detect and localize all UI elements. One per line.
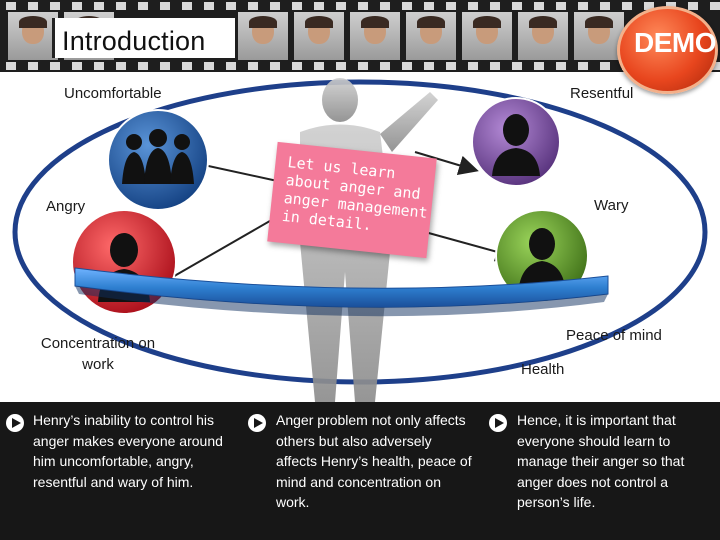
summary-point: Anger problem not only affects others bu… [276, 412, 472, 510]
film-frame [518, 12, 568, 60]
label-wary: Wary [594, 197, 629, 214]
person-silhouette-icon [492, 114, 540, 176]
film-frame [350, 12, 400, 60]
label-peace-of-mind: Peace of mind [566, 327, 662, 344]
summary-panel: Henry’s inability to control his anger m… [0, 402, 720, 540]
film-sprockets-bottom [0, 62, 720, 70]
page-title: Introduction [62, 26, 206, 56]
play-bullet-icon [489, 414, 507, 432]
face-thumbnail [305, 16, 333, 44]
blue-band-shadow [75, 286, 608, 317]
play-bullet-icon [6, 414, 24, 432]
group-people-icon [122, 129, 194, 184]
face-thumbnail [361, 16, 389, 44]
play-bullet-icon [248, 414, 266, 432]
label-resentful: Resentful [570, 85, 634, 102]
face-thumbnail [417, 16, 445, 44]
anger-effects-diagram: Let us learn about anger and anger manag… [0, 72, 720, 402]
face-thumbnail [529, 16, 557, 44]
label-uncomfortable: Uncomfortable [64, 85, 162, 102]
arrow-to-resentful [414, 151, 479, 175]
demo-badge-label: DEMO [634, 27, 717, 58]
face-thumbnail [585, 16, 613, 44]
label-concentration: Concentration on work [40, 335, 156, 373]
filmstrip-header: Introduction [0, 0, 720, 72]
sticky-note: Let us learn about anger and anger manag… [267, 141, 437, 259]
uncomfortable-circle [107, 109, 209, 211]
face-thumbnail [249, 16, 277, 44]
resentful-circle [471, 97, 561, 187]
label-angry: Angry [46, 198, 86, 215]
film-frame [574, 12, 624, 60]
film-sprockets-top [0, 2, 720, 10]
film-frame [294, 12, 344, 60]
film-frame [8, 12, 58, 60]
face-thumbnail [19, 16, 47, 44]
title-box [52, 18, 235, 58]
face-thumbnail [473, 16, 501, 44]
film-frame [406, 12, 456, 60]
film-frame [462, 12, 512, 60]
demo-badge [617, 6, 718, 94]
label-health: Health [521, 361, 565, 378]
summary-point: Hence, it is important that everyone sho… [517, 412, 685, 510]
film-frame [238, 12, 288, 60]
summary-point: Henry’s inability to control his anger m… [33, 412, 223, 490]
